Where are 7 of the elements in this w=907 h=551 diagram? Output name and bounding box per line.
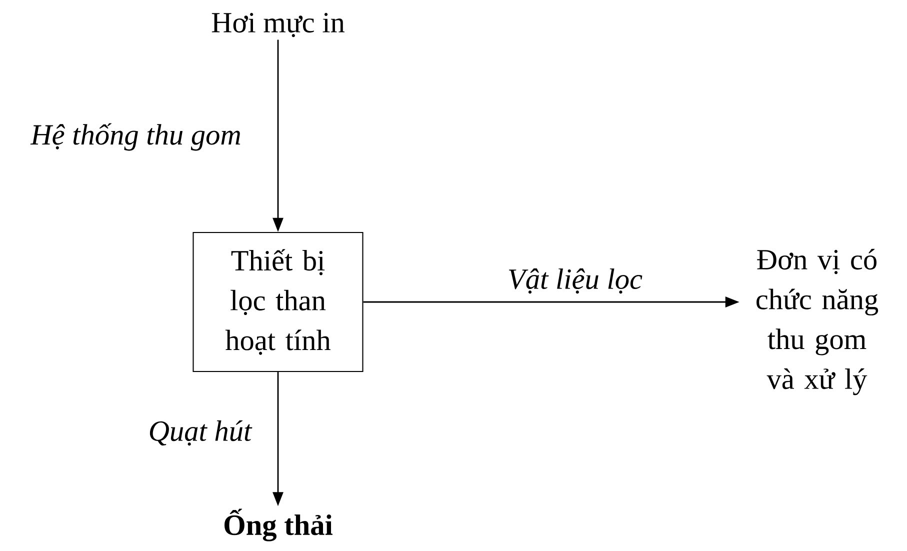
edge-label: Hệ thống thu gom — [30, 123, 240, 151]
source-label: Hơi mực in — [212, 12, 344, 38]
outlet-label: Ống thải — [224, 508, 332, 542]
edge-label: Quạt hút — [150, 420, 252, 446]
destination-label: Đơn vị có chức năng thu gom và xử lý — [756, 248, 878, 396]
edge-label: Vật liệu lọc — [509, 268, 642, 294]
process-box: Thiết bị lọc than hoạt tính — [192, 232, 364, 372]
